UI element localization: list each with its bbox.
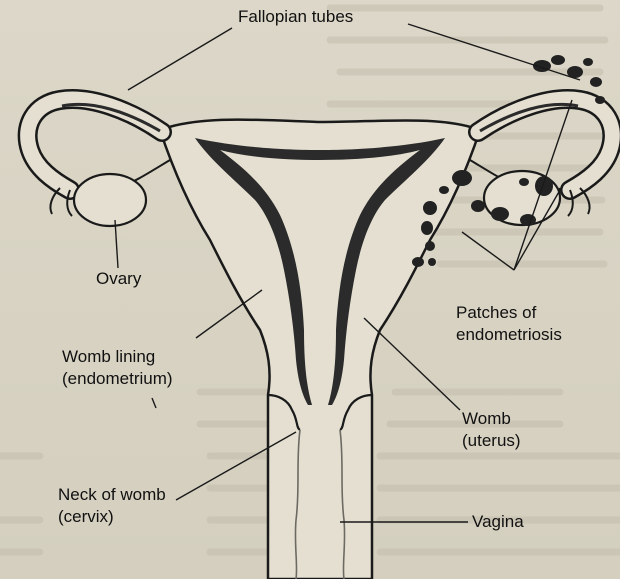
label-text: (cervix) xyxy=(58,506,166,528)
label-fallopian-tubes: Fallopian tubes xyxy=(238,6,353,28)
label-text: Neck of womb xyxy=(58,484,166,506)
label-neck-of-womb: Neck of womb (cervix) xyxy=(58,484,166,528)
label-text: Womb xyxy=(462,408,521,430)
label-patches-of-endometriosis: Patches of endometriosis xyxy=(456,302,562,346)
label-text: Fallopian tubes xyxy=(238,6,353,28)
label-text: (uterus) xyxy=(462,430,521,452)
label-ovary: Ovary xyxy=(96,268,141,290)
label-text: Patches of xyxy=(456,302,562,324)
label-womb: Womb (uterus) xyxy=(462,408,521,452)
label-text: endometriosis xyxy=(456,324,562,346)
label-text: Womb lining xyxy=(62,346,173,368)
label-text: (endometrium) xyxy=(62,368,173,390)
label-text: Ovary xyxy=(96,268,141,290)
label-vagina: Vagina xyxy=(472,511,524,533)
left-ovary xyxy=(74,174,146,226)
label-text: Vagina xyxy=(472,511,524,533)
uterus-outline xyxy=(160,120,480,579)
label-womb-lining: Womb lining (endometrium) xyxy=(62,346,173,390)
